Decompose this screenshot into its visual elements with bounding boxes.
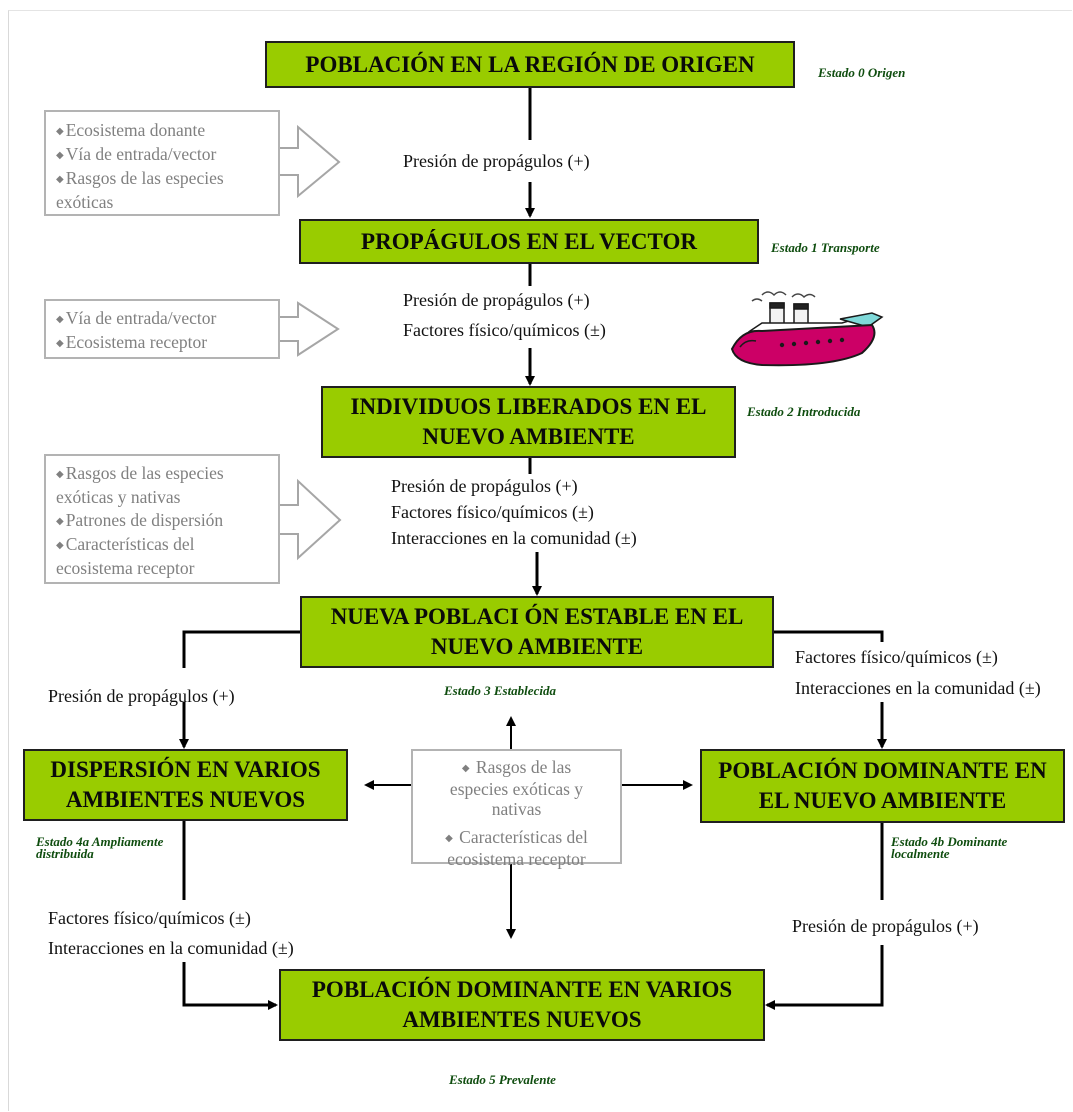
line-s3-s4b (774, 630, 884, 642)
state-label-4a-l2: distribuida (36, 846, 94, 861)
factor-1-item-3: Rasgos de las especies (56, 167, 268, 191)
stage-title-introduced-l1: INDIVIDUOS LIBERADOS EN EL (350, 394, 707, 419)
state-label-2: Estado 2 Introducida (747, 404, 861, 419)
factor-1-item-3-cont: exóticas (56, 192, 114, 212)
transition-1-2-line-1: Presión de propágulos (+) (403, 290, 590, 310)
stage-title-transport: PROPÁGULOS EN EL VECTOR (361, 228, 697, 254)
stage-title-dominant-local-l2: EL NUEVO AMBIENTE (758, 788, 1007, 813)
stage-title-introduced-l2: NUEVO AMBIENTE (422, 424, 635, 449)
hollow-arrow-1 (278, 124, 341, 199)
stage-box-dispersion: DISPERSIÓN EN VARIOS AMBIENTES NUEVOS (23, 749, 348, 821)
transition-label-3-4b: Factores físico/químicos (±) Interaccion… (795, 642, 1041, 704)
stage-title-dispersion-l2: AMBIENTES NUEVOS (65, 787, 306, 812)
stage-box-introduced: INDIVIDUOS LIBERADOS EN EL NUEVO AMBIENT… (321, 386, 736, 458)
factor-3-item-2: Patrones de dispersión (56, 509, 268, 533)
stage-box-prevalent: POBLACIÓN DOMINANTE EN VARIOS AMBIENTES … (279, 969, 765, 1041)
state-label-4a: Estado 4a Ampliamente distribuida (36, 834, 164, 861)
center-item-1-l1: Rasgos de las (475, 757, 572, 777)
transition-2-3-line-3: Interacciones en la comunidad (±) (391, 528, 637, 548)
transition-1-2-line-2: Factores físico/químicos (±) (403, 320, 606, 340)
transition-4a-5-line-1: Factores físico/químicos (±) (48, 908, 251, 928)
stage-title-prevalent-l2: AMBIENTES NUEVOS (402, 1007, 642, 1032)
state-label-4b-l1: Estado 4b Dominante (891, 834, 1008, 849)
transition-3-4b-line-1: Factores físico/químicos (±) (795, 647, 998, 667)
transition-label-3-4a: Presión de propágulos (+) (48, 681, 235, 711)
factor-3-item-1-cont: exóticas y nativas (56, 487, 181, 507)
stage-box-origin: POBLACIÓN EN LA REGIÓN DE ORIGEN (265, 41, 795, 88)
hollow-arrow-2 (278, 301, 340, 357)
center-item-2: Características del ecosistema receptor (421, 827, 612, 869)
transition-label-4a-5: Factores físico/químicos (±) Interaccion… (48, 903, 294, 963)
arrow-s4a-s5 (182, 962, 278, 1010)
stage-title-origin: POBLACIÓN EN LA REGIÓN DE ORIGEN (305, 51, 755, 77)
transition-label-2-3: Presión de propágulos (+) Factores físic… (391, 473, 637, 551)
stage-box-transport: PROPÁGULOS EN EL VECTOR (299, 219, 759, 264)
center-item-1-l2: especies exóticas y (449, 779, 584, 799)
transition-label-1-2: Presión de propágulos (+) Factores físic… (403, 285, 606, 345)
transition-4b-5-line-1: Presión de propágulos (+) (792, 916, 979, 936)
factor-2-item-2: Ecosistema receptor (56, 331, 268, 355)
transition-2-3-line-2: Factores físico/químicos (±) (391, 502, 594, 522)
factor-box-3: Rasgos de las especies exóticas y nativa… (44, 454, 280, 584)
page-frame (8, 10, 1072, 1111)
transition-label-4b-5: Presión de propágulos (+) (792, 911, 979, 941)
transition-4a-5-line-2: Interacciones en la comunidad (±) (48, 938, 294, 958)
center-item-1: Rasgos de las especies exóticas y nativa… (421, 757, 612, 819)
arrow-s4b-s5 (765, 945, 884, 1010)
transition-3-4b-line-2: Interacciones en la comunidad (±) (795, 678, 1041, 698)
center-item-2-l1: Características del (459, 827, 588, 847)
factor-3-item-3: Características del (56, 533, 268, 557)
factor-3-item-1: Rasgos de las especies (56, 462, 268, 486)
transition-label-0-1: Presión de propágulos (+) (403, 146, 590, 176)
state-label-3: Estado 3 Establecida (444, 683, 556, 698)
state-label-4b-l2: localmente (891, 846, 950, 861)
center-item-2-l2: ecosistema receptor (447, 849, 586, 869)
state-label-1: Estado 1 Transporte (771, 240, 880, 255)
factor-3-item-3-cont: ecosistema receptor (56, 558, 195, 578)
state-label-4a-l1: Estado 4a Ampliamente (36, 834, 164, 849)
stage-title-dominant-local-l1: POBLACIÓN DOMINANTE EN (718, 758, 1047, 783)
center-factor-box: Rasgos de las especies exóticas y nativa… (411, 749, 622, 869)
factor-1-item-1: Ecosistema donante (56, 119, 268, 143)
transition-2-3-line-1: Presión de propágulos (+) (391, 476, 578, 496)
factor-1-item-2: Vía de entrada/vector (56, 143, 268, 167)
transition-0-1-line-1: Presión de propágulos (+) (403, 151, 590, 171)
factor-2-item-1: Vía de entrada/vector (56, 307, 268, 331)
stage-box-established: NUEVA POBLACI ÓN ESTABLE EN EL NUEVO AMB… (300, 596, 774, 668)
transition-3-4a-line-1: Presión de propágulos (+) (48, 686, 235, 706)
stage-title-established-l1: NUEVA POBLACI ÓN ESTABLE EN EL (330, 604, 744, 629)
line-s3-s4a (182, 630, 300, 668)
stage-box-dominant-local: POBLACIÓN DOMINANTE EN EL NUEVO AMBIENTE (700, 749, 1065, 823)
state-label-5: Estado 5 Prevalente (449, 1072, 556, 1087)
center-item-1-l3: nativas (491, 799, 542, 819)
factor-box-1: Ecosistema donante Vía de entrada/vector… (44, 110, 280, 216)
state-label-0: Estado 0 Origen (818, 65, 906, 80)
stage-title-dispersion-l1: DISPERSIÓN EN VARIOS (50, 757, 321, 782)
ship-icon (730, 291, 884, 367)
hollow-arrow-3 (278, 478, 342, 561)
stage-title-prevalent-l1: POBLACIÓN DOMINANTE EN VARIOS (311, 977, 733, 1002)
state-label-4b: Estado 4b Dominante localmente (891, 834, 1008, 861)
factor-box-2: Vía de entrada/vector Ecosistema recepto… (44, 299, 280, 359)
stage-title-established-l2: NUEVO AMBIENTE (430, 634, 644, 659)
